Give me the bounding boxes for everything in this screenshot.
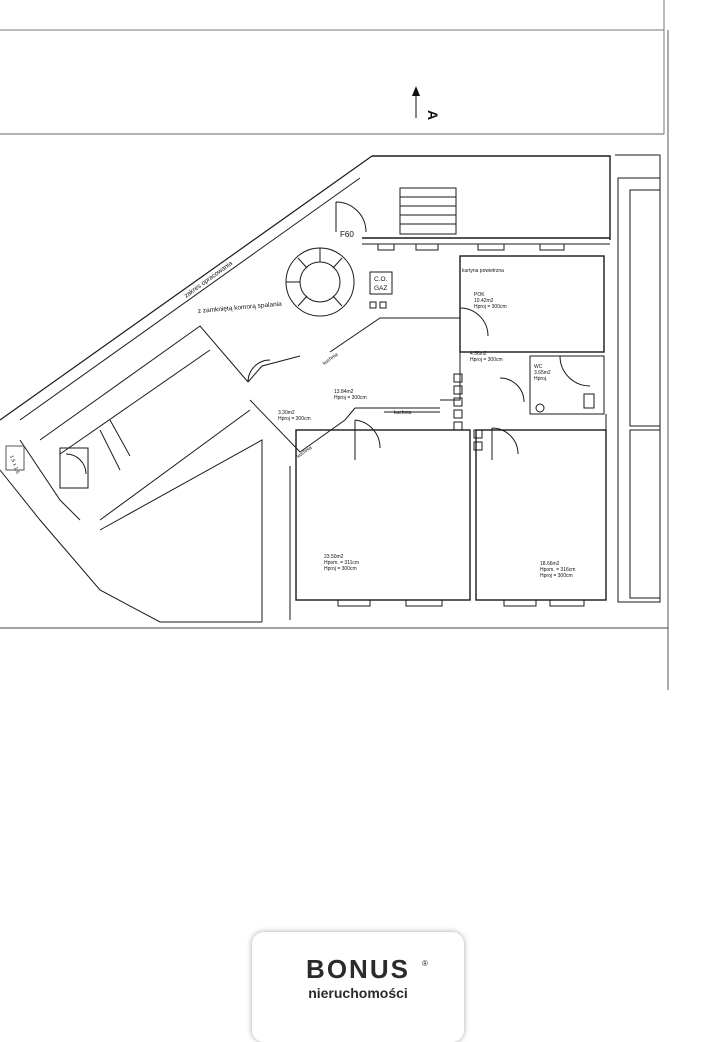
- room-height: Hproj = 300cm: [324, 566, 357, 572]
- zakres-label: zakres opracowania: [183, 260, 234, 300]
- room-area: 3.65m2: [534, 370, 551, 376]
- room-name: WC: [534, 364, 543, 370]
- room-hall: 4.56m2 Hproj = 300cm: [470, 351, 503, 363]
- kurtyna-label: kurtyna powietrzna: [462, 268, 504, 274]
- north-marker: A: [412, 86, 441, 120]
- floor-plan-drawing: A F60 C.O. GAZ kurtyna powietrzna zakres…: [0, 0, 669, 690]
- room-name: POK: [474, 292, 485, 298]
- room-height: Hproj = 300cm: [334, 395, 367, 401]
- gaz-label: GAZ: [374, 285, 387, 292]
- room-right: 18.66m2 Hpom. = 316cm Hproj = 300cm: [540, 561, 575, 579]
- logo-brand: BONUS: [306, 954, 410, 984]
- room-area: 23.50m2: [324, 554, 344, 560]
- logo-registered-mark: ®: [422, 959, 428, 968]
- room-height: Hproj = 300cm: [470, 357, 503, 363]
- f60-label: F60: [340, 230, 354, 239]
- room-height-actual: Hpom. = 316cm: [540, 567, 575, 573]
- kuchnia-label-1: kuchnia: [322, 352, 340, 367]
- room-height-actual: Hpom. = 311cm: [324, 560, 359, 566]
- room-area: 4.56m2: [470, 351, 487, 357]
- bonus-logo-card: BONUS ® nieruchomości: [252, 932, 464, 1042]
- side-note-label: 1.5 x 1.5: [8, 455, 20, 475]
- room-area: 10.42m2: [474, 298, 494, 304]
- komora-label: z zamkniętą komorą spalania: [198, 301, 283, 315]
- co-label: C.O.: [374, 276, 388, 283]
- room-height: Hproj = 300cm: [278, 416, 311, 422]
- north-marker-label: A: [425, 110, 441, 120]
- kuchnia-label-2: kuchnia: [394, 410, 411, 416]
- room-wc: WC 3.65m2 Hproj.: [534, 364, 551, 382]
- room-area: 3.30m2: [278, 410, 295, 416]
- room-main: 13.84m2 Hproj = 300cm: [334, 389, 367, 401]
- room-area: 18.66m2: [540, 561, 560, 567]
- logo-subtitle: nieruchomości: [308, 985, 408, 1001]
- room-area: 13.84m2: [334, 389, 354, 395]
- kuchnia-label-3: kuchnia: [296, 445, 314, 460]
- room-height: Hproj = 300cm: [540, 573, 573, 579]
- room-small: 3.30m2 Hproj = 300cm: [278, 410, 311, 422]
- room-height: Hproj.: [534, 376, 547, 382]
- room-height: Hproj = 300cm: [474, 304, 507, 310]
- room-pok: POK 10.42m2 Hproj = 300cm: [474, 292, 507, 310]
- room-big: 23.50m2 Hpom. = 311cm Hproj = 300cm: [324, 554, 359, 572]
